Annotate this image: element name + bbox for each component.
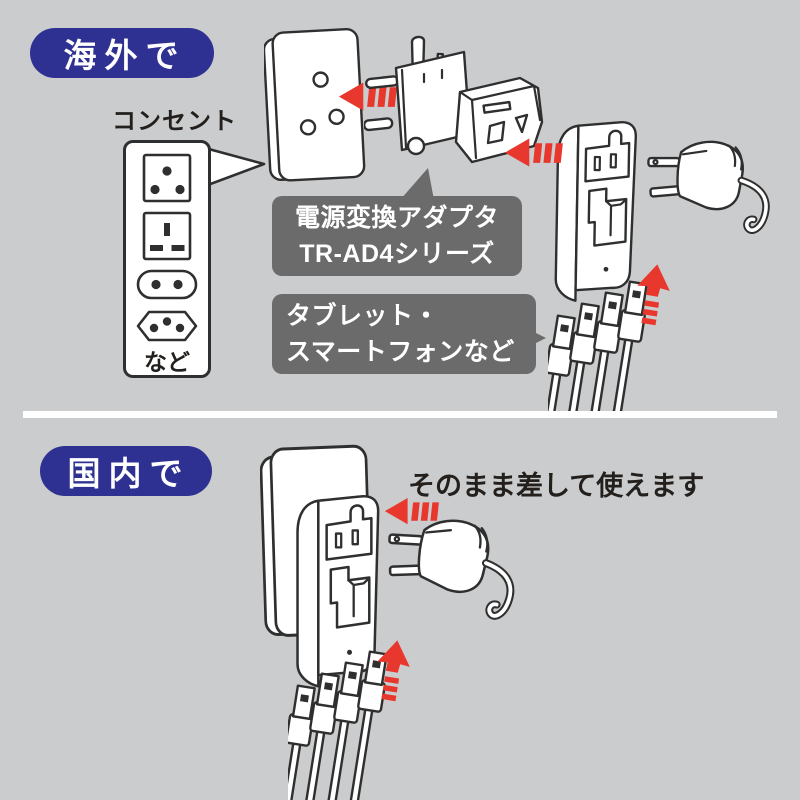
devices-callout-line1: タブレット・ bbox=[286, 302, 440, 330]
arrow-up-icon-domestic bbox=[374, 640, 410, 703]
outlet-type-d-icon bbox=[142, 153, 192, 203]
outlet-type-c-icon bbox=[136, 269, 198, 300]
outlet-type-j-icon bbox=[136, 310, 198, 342]
outlet-types-panel: など bbox=[123, 140, 211, 378]
devices-callout-line2: スマートフォンなど bbox=[286, 338, 515, 366]
power-plug-icon-domestic bbox=[386, 512, 546, 642]
outlet-etc-label: など bbox=[144, 349, 190, 375]
section-divider bbox=[23, 411, 777, 418]
overseas-badge: 海外で bbox=[30, 28, 214, 78]
arrow-left-icon-adapter bbox=[504, 138, 563, 167]
domestic-badge: 国内で bbox=[40, 446, 212, 496]
outlet-label: コンセント bbox=[112, 108, 237, 135]
adapter-callout-line2: TR-AD4シリーズ bbox=[299, 240, 495, 268]
arrow-up-icon-overseas bbox=[634, 264, 670, 327]
adapter-callout: 電源変換アダプタ TR-AD4シリーズ bbox=[272, 196, 522, 276]
domestic-caption: そのまま差して使えます bbox=[408, 471, 705, 501]
travel-adapter-icon bbox=[364, 35, 544, 164]
power-plug-icon-overseas bbox=[646, 134, 786, 244]
devices-callout: タブレット・ スマートフォンなど bbox=[272, 294, 536, 374]
outlet-type-icons bbox=[136, 153, 198, 342]
outlet-panel-pointer bbox=[205, 146, 266, 188]
outlet-type-g-icon bbox=[142, 211, 192, 261]
adapter-callout-pointer bbox=[400, 168, 434, 200]
adapter-callout-line1: 電源変換アダプタ bbox=[294, 204, 499, 232]
